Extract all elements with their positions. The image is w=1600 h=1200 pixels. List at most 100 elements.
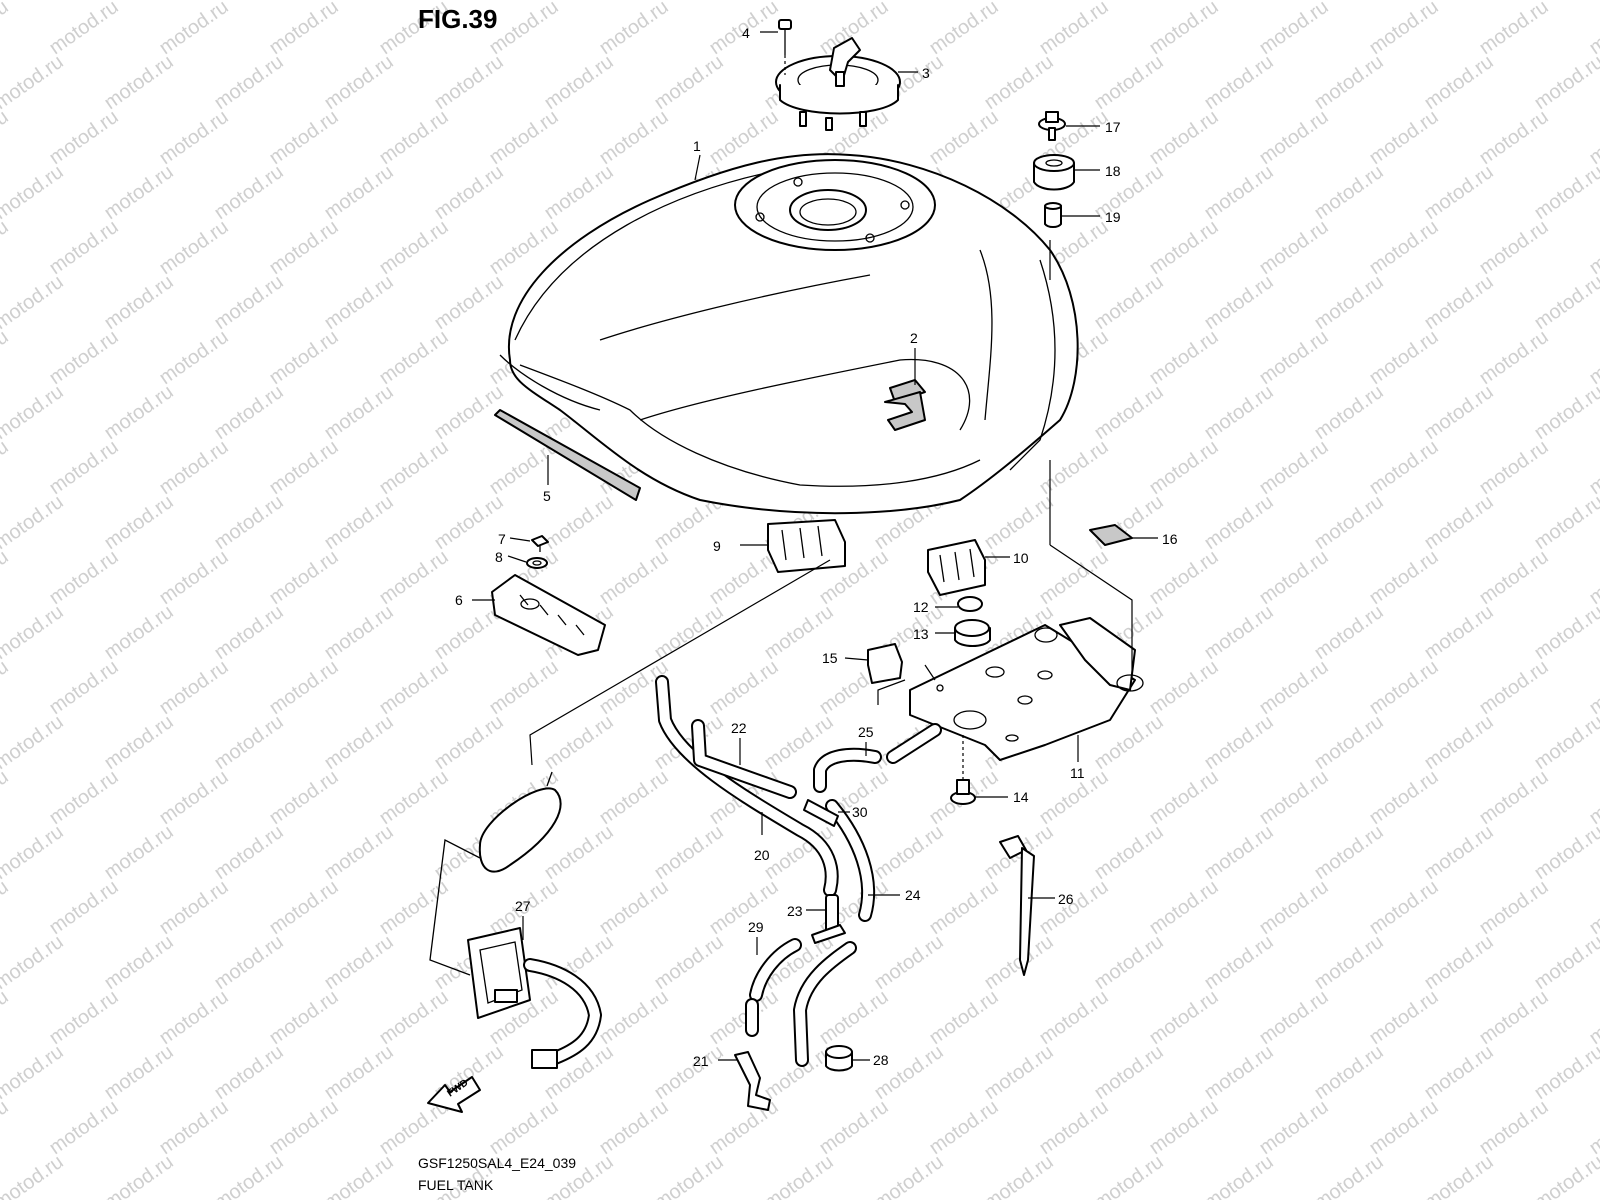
watermark-text: motod.ru bbox=[1310, 1041, 1387, 1104]
watermark-text: motod.ru bbox=[1035, 0, 1112, 59]
watermark-text: motod.ru bbox=[1475, 0, 1552, 59]
watermark-text: motod.ru bbox=[1585, 436, 1600, 499]
watermark-text: motod.ru bbox=[925, 1096, 1002, 1159]
watermark-text: motod.ru bbox=[430, 161, 507, 224]
watermark-text: motod.ru bbox=[1255, 986, 1332, 1049]
watermark-text: motod.ru bbox=[1585, 656, 1600, 719]
watermark-text: motod.ru bbox=[1585, 876, 1600, 939]
watermark-text: motod.ru bbox=[1365, 106, 1442, 169]
watermark-text: motod.ru bbox=[265, 766, 342, 829]
watermark-text: motod.ru bbox=[155, 766, 232, 829]
watermark-text: motod.ru bbox=[430, 51, 507, 114]
watermark-text: motod.ru bbox=[1310, 271, 1387, 334]
watermark-text: motod.ru bbox=[0, 986, 13, 1049]
drain-cap bbox=[825, 1045, 853, 1072]
watermark-text: motod.ru bbox=[1090, 821, 1167, 884]
watermark-text: motod.ru bbox=[980, 491, 1057, 554]
callout-22: 22 bbox=[731, 720, 747, 736]
watermark-text: motod.ru bbox=[0, 656, 13, 719]
watermark-text: motod.ru bbox=[1145, 876, 1222, 939]
watermark-text: motod.ru bbox=[650, 1041, 727, 1104]
watermark-text: motod.ru bbox=[100, 931, 177, 994]
watermark-text: motod.ru bbox=[0, 0, 13, 59]
watermark-text: motod.ru bbox=[0, 271, 68, 334]
watermark-text: motod.ru bbox=[320, 161, 397, 224]
hose-24 bbox=[825, 799, 875, 922]
watermark-text: motod.ru bbox=[1310, 51, 1387, 114]
watermark-text: motod.ru bbox=[925, 106, 1002, 169]
watermark-text: motod.ru bbox=[0, 711, 68, 774]
watermark-text: motod.ru bbox=[1365, 986, 1442, 1049]
watermark-text: motod.ru bbox=[1365, 876, 1442, 939]
watermark-text: motod.ru bbox=[1475, 876, 1552, 939]
watermark-text: motod.ru bbox=[265, 216, 342, 279]
watermark-text: motod.ru bbox=[1420, 381, 1497, 444]
watermark-text: motod.ru bbox=[650, 51, 727, 114]
callout-10: 10 bbox=[1013, 550, 1029, 566]
callout-28: 28 bbox=[873, 1052, 889, 1068]
callout-2: 2 bbox=[910, 330, 918, 346]
watermark-text: motod.ru bbox=[1090, 161, 1167, 224]
watermark-text: motod.ru bbox=[595, 106, 672, 169]
watermark-text: motod.ru bbox=[1200, 161, 1277, 224]
watermark-text: motod.ru bbox=[1530, 491, 1600, 554]
watermark-text: motod.ru bbox=[980, 931, 1057, 994]
watermark-text: motod.ru bbox=[210, 931, 287, 994]
watermark-text: motod.ru bbox=[45, 546, 122, 609]
watermark-text: motod.ru bbox=[1200, 1151, 1277, 1200]
watermark-text: motod.ru bbox=[375, 436, 452, 499]
watermark-text: motod.ru bbox=[0, 106, 13, 169]
watermark-text: motod.ru bbox=[0, 766, 13, 829]
watermark-text: motod.ru bbox=[1475, 986, 1552, 1049]
watermark-text: motod.ru bbox=[155, 986, 232, 1049]
watermark-text: motod.ru bbox=[1200, 711, 1277, 774]
watermark-text: motod.ru bbox=[1475, 1096, 1552, 1159]
watermark-text: motod.ru bbox=[45, 106, 122, 169]
watermark-text: motod.ru bbox=[1475, 546, 1552, 609]
watermark-text: motod.ru bbox=[1035, 436, 1112, 499]
watermark-text: motod.ru bbox=[1145, 106, 1222, 169]
watermark-text: motod.ru bbox=[265, 546, 342, 609]
watermark-text: motod.ru bbox=[1145, 216, 1222, 279]
callout-labels: 1 2 3 4 5 6 7 8 9 10 11 12 13 14 15 16 1… bbox=[455, 25, 1178, 1069]
watermark-text: motod.ru bbox=[1090, 271, 1167, 334]
watermark-text: motod.ru bbox=[1420, 1041, 1497, 1104]
callout-17: 17 bbox=[1105, 119, 1121, 135]
watermark-text: motod.ru bbox=[100, 161, 177, 224]
fuel-level-gauge bbox=[429, 771, 602, 1069]
hose-25 bbox=[813, 723, 942, 793]
watermark-text: motod.ru bbox=[1145, 326, 1222, 389]
watermark-text: motod.ru bbox=[1090, 931, 1167, 994]
watermark-text: motod.ru bbox=[705, 656, 782, 719]
watermark-text: motod.ru bbox=[1475, 326, 1552, 389]
watermark-text: motod.ru bbox=[210, 1151, 287, 1200]
watermark-text: motod.ru bbox=[540, 711, 617, 774]
watermark-text: motod.ru bbox=[0, 491, 68, 554]
watermark-text: motod.ru bbox=[1530, 601, 1600, 664]
watermark-text: motod.ru bbox=[540, 51, 617, 114]
tank-cushion-rear bbox=[927, 539, 986, 596]
watermark-text: motod.ru bbox=[1530, 931, 1600, 994]
watermark-text: motod.ru bbox=[375, 766, 452, 829]
watermark-text: motod.ru bbox=[870, 821, 947, 884]
watermark-text: motod.ru bbox=[320, 601, 397, 664]
rear-mount-cushion bbox=[1033, 154, 1075, 191]
watermark-text: motod.ru bbox=[1420, 491, 1497, 554]
callout-13: 13 bbox=[913, 626, 929, 642]
watermark-text: motod.ru bbox=[320, 931, 397, 994]
watermark-text: motod.ru bbox=[45, 986, 122, 1049]
watermark-text: motod.ru bbox=[100, 601, 177, 664]
watermark-text: motod.ru bbox=[1255, 106, 1332, 169]
watermark-text: motod.ru bbox=[595, 546, 672, 609]
watermark-text: motod.ru bbox=[925, 986, 1002, 1049]
watermark-text: motod.ru bbox=[1585, 216, 1600, 279]
watermark-text: motod.ru bbox=[760, 1151, 837, 1200]
watermark-text: motod.ru bbox=[1310, 381, 1387, 444]
rubber-strip bbox=[494, 409, 641, 501]
watermark-text: motod.ru bbox=[1585, 106, 1600, 169]
watermark-text: motod.ru bbox=[1420, 161, 1497, 224]
watermark-text: motod.ru bbox=[980, 51, 1057, 114]
hose-22 bbox=[691, 719, 797, 799]
watermark-text: motod.ru bbox=[1255, 326, 1332, 389]
